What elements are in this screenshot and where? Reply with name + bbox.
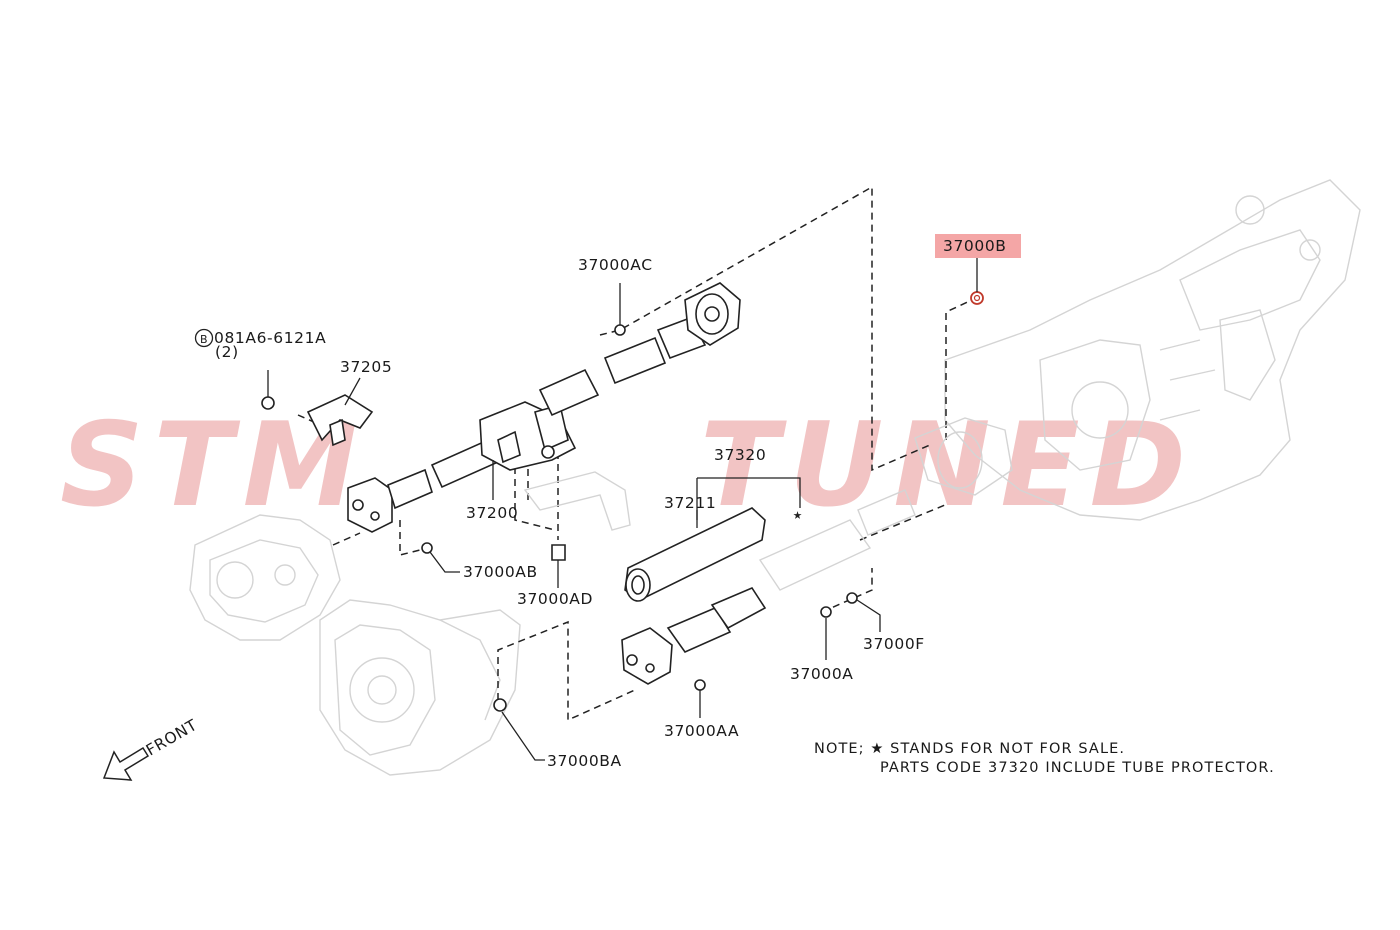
watermark-right: TUNED: [700, 398, 1196, 533]
highlight-37000B: [935, 234, 1021, 258]
rear-shaft-tube-upper: [538, 368, 600, 417]
rear-flange-lower: [914, 417, 1013, 496]
front-yoke-flange: [347, 468, 433, 533]
rear-flange-upper: [684, 282, 741, 346]
callout-37000B[interactable]: 37000B: [943, 237, 1007, 255]
watermark-left: STM: [60, 398, 368, 533]
ghost-transmission-left: [189, 514, 341, 641]
callout-37000AA[interactable]: 37000AA: [664, 722, 739, 740]
bolt-icon: [551, 544, 566, 588]
callout-37000AB[interactable]: 37000AB: [463, 563, 538, 581]
b-marker-letter: B: [200, 333, 208, 346]
front-arrow-icon: [102, 746, 150, 781]
bolt-icon: [421, 542, 460, 573]
ghost-transmission-bell: [319, 599, 521, 776]
callout-37205[interactable]: 37205: [340, 358, 392, 376]
center-bracket-ghost: [523, 471, 631, 531]
nut-icon: [846, 592, 881, 632]
front-label: FRONT: [143, 716, 200, 760]
ghost-differential: [944, 179, 1361, 521]
callout-37000F[interactable]: 37000F: [863, 635, 925, 653]
callout-37000BA[interactable]: 37000BA: [547, 752, 622, 770]
bolt-icon: [614, 283, 626, 336]
callout-37000A[interactable]: 37000A: [790, 665, 854, 683]
not-for-sale-star-icon: ★: [793, 505, 802, 523]
lower-shaft-ghost: [758, 489, 916, 591]
callout-37211[interactable]: 37211: [664, 494, 716, 512]
callout-37000AC[interactable]: 37000AC: [578, 256, 653, 274]
center-bearing: [479, 401, 577, 471]
note-line-1: NOTE; ★ STANDS FOR NOT FOR SALE.: [814, 741, 1125, 757]
tube-protector-37211: [624, 507, 766, 602]
callout-37200[interactable]: 37200: [466, 504, 518, 522]
seal-37000B: [970, 255, 984, 305]
bracket-37205: [306, 394, 374, 447]
bolt-icon: [261, 370, 275, 410]
callout-37000AD[interactable]: 37000AD: [517, 590, 593, 608]
callout-081A6-6121A[interactable]: 081A6-6121A: [214, 329, 326, 347]
nut-icon: [493, 698, 545, 761]
lower-front-flange: [621, 587, 767, 685]
callout-37320[interactable]: 37320: [714, 446, 766, 464]
bolt-icon: [694, 679, 706, 718]
b-marker-circle: [194, 328, 214, 348]
note-line-2: PARTS CODE 37320 INCLUDE TUBE PROTECTOR.: [880, 760, 1275, 776]
label-leaders: [344, 377, 801, 528]
bolt-icon: [820, 606, 832, 660]
callout-081A6-qty: (2): [215, 343, 239, 361]
